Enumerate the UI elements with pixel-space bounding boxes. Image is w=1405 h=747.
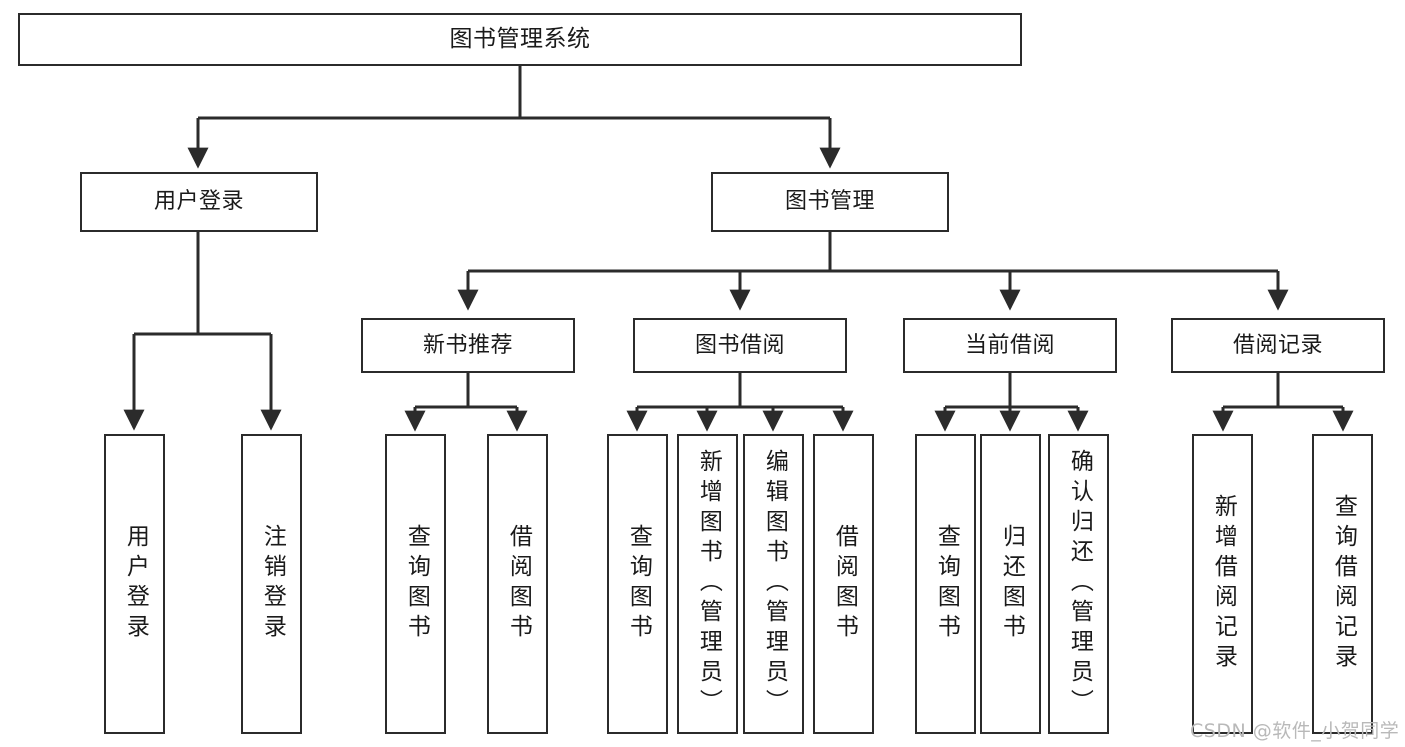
leaf-label: 借阅图书 [831, 524, 858, 644]
leaf-label: 用户登录 [122, 524, 149, 644]
node-borrow-records[interactable]: 借阅记录 [1171, 318, 1385, 373]
node-book-management-label: 图书管理 [784, 189, 875, 214]
node-book-borrow-label: 图书借阅 [694, 332, 785, 358]
leaf-current-borrow-return[interactable]: 归还图书 [980, 434, 1041, 734]
leaf-label: 借阅图书 [505, 524, 532, 644]
node-borrow-records-label: 借阅记录 [1232, 332, 1323, 358]
node-root[interactable]: 图书管理系统 [18, 13, 1022, 66]
leaf-label: 注销登录 [259, 524, 286, 644]
node-new-book-recommend[interactable]: 新书推荐 [361, 318, 575, 373]
leaf-book-borrow-edit-admin[interactable]: 编辑图书（管理员） [743, 434, 804, 734]
leaf-user-login-login[interactable]: 用户登录 [104, 434, 165, 734]
leaf-label: 查询借阅记录 [1330, 494, 1357, 674]
leaf-label: 新增借阅记录 [1210, 494, 1237, 674]
leaf-label: 编辑图书（管理员） [761, 449, 788, 719]
node-book-management[interactable]: 图书管理 [711, 172, 949, 232]
node-current-borrow-label: 当前借阅 [964, 332, 1055, 358]
node-root-label: 图书管理系统 [449, 26, 591, 52]
leaf-current-borrow-confirm-admin[interactable]: 确认归还（管理员） [1048, 434, 1109, 734]
leaf-label: 确认归还（管理员） [1066, 449, 1093, 719]
node-user-login-label: 用户登录 [153, 189, 244, 214]
leaf-user-login-logout[interactable]: 注销登录 [241, 434, 302, 734]
leaf-label: 新增图书（管理员） [695, 449, 722, 719]
csdn-watermark: CSDN @软件_小贺同学 [1190, 720, 1400, 742]
leaf-borrow-records-add[interactable]: 新增借阅记录 [1192, 434, 1253, 734]
leaf-new-books-borrow[interactable]: 借阅图书 [487, 434, 548, 734]
leaf-current-borrow-query[interactable]: 查询图书 [915, 434, 976, 734]
node-new-book-recommend-label: 新书推荐 [422, 332, 513, 358]
node-book-borrow[interactable]: 图书借阅 [633, 318, 847, 373]
node-user-login[interactable]: 用户登录 [80, 172, 318, 232]
leaf-label: 归还图书 [998, 524, 1025, 644]
leaf-new-books-query[interactable]: 查询图书 [385, 434, 446, 734]
node-current-borrow[interactable]: 当前借阅 [903, 318, 1117, 373]
leaf-book-borrow-borrow[interactable]: 借阅图书 [813, 434, 874, 734]
leaf-label: 查询图书 [625, 524, 652, 644]
leaf-label: 查询图书 [403, 524, 430, 644]
leaf-book-borrow-add-admin[interactable]: 新增图书（管理员） [677, 434, 738, 734]
leaf-label: 查询图书 [933, 524, 960, 644]
leaf-borrow-records-query[interactable]: 查询借阅记录 [1312, 434, 1373, 734]
leaf-book-borrow-query[interactable]: 查询图书 [607, 434, 668, 734]
